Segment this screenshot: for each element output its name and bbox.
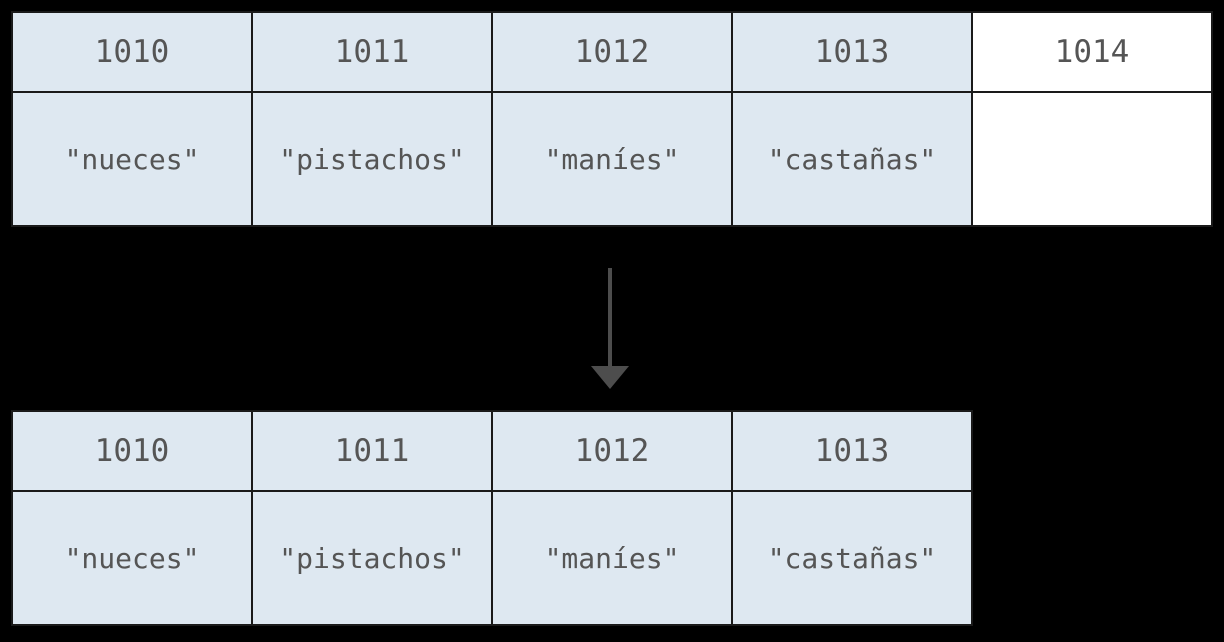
index-cell-1014-before: 1014 <box>971 11 1213 93</box>
index-cell-1010-after: 1010 <box>11 410 253 492</box>
index-row-after: 1010 1011 1012 1013 <box>11 410 973 492</box>
array-table-after: 1010 1011 1012 1013 "nueces" "pistachos"… <box>11 410 973 626</box>
index-cell-1013-after: 1013 <box>731 410 973 492</box>
value-row-before: "nueces" "pistachos" "maníes" "castañas" <box>11 91 1213 227</box>
value-cell-1012-before: "maníes" <box>491 91 733 227</box>
value-cell-1011-before: "pistachos" <box>251 91 493 227</box>
down-arrow-icon <box>560 258 660 398</box>
index-cell-1012-before: 1012 <box>491 11 733 93</box>
value-row-after: "nueces" "pistachos" "maníes" "castañas" <box>11 490 973 626</box>
index-cell-1010-before: 1010 <box>11 11 253 93</box>
index-cell-1012-after: 1012 <box>491 410 733 492</box>
value-cell-1014-before <box>971 91 1213 227</box>
value-cell-1012-after: "maníes" <box>491 490 733 626</box>
array-table-before: 1010 1011 1012 1013 1014 "nueces" "pista… <box>11 11 1213 227</box>
index-cell-1011-before: 1011 <box>251 11 493 93</box>
value-cell-1010-after: "nueces" <box>11 490 253 626</box>
index-cell-1013-before: 1013 <box>731 11 973 93</box>
value-cell-1013-after: "castañas" <box>731 490 973 626</box>
value-cell-1010-before: "nueces" <box>11 91 253 227</box>
value-cell-1011-after: "pistachos" <box>251 490 493 626</box>
index-row-before: 1010 1011 1012 1013 1014 <box>11 11 1213 93</box>
value-cell-1013-before: "castañas" <box>731 91 973 227</box>
index-cell-1011-after: 1011 <box>251 410 493 492</box>
